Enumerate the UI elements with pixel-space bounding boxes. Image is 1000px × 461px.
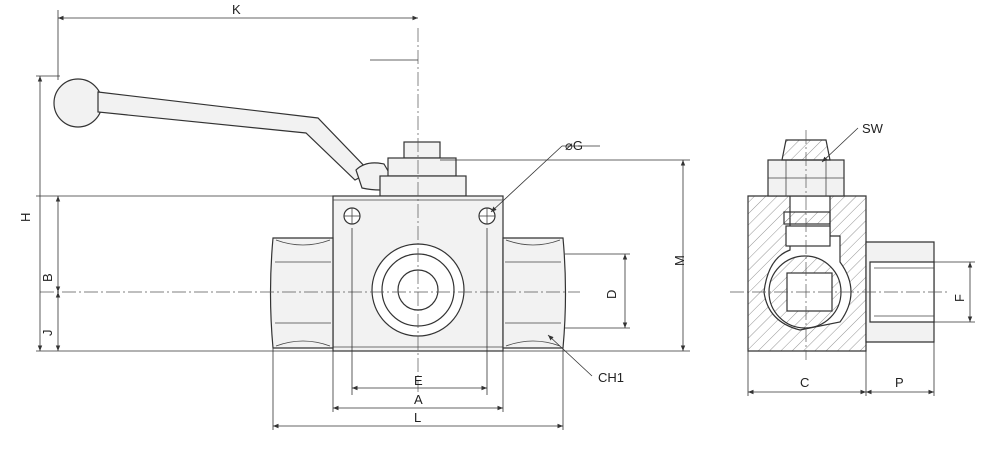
dim-label-e: E xyxy=(414,373,423,388)
center-port xyxy=(371,243,465,337)
mounting-hole xyxy=(343,207,361,225)
side-section-view: C P F SW xyxy=(730,121,975,396)
right-hex-fitting xyxy=(502,237,567,349)
front-view: K H B J M D E A L ⌀G CH1 xyxy=(18,2,690,430)
dim-label-j: J xyxy=(40,330,55,337)
dim-label-p: P xyxy=(895,375,904,390)
dim-label-k: K xyxy=(232,2,241,17)
stem-nut xyxy=(379,141,467,197)
handle-lever xyxy=(53,78,399,191)
dim-label-b: B xyxy=(40,273,55,282)
dim-label-d: D xyxy=(604,290,619,299)
dim-label-m: M xyxy=(672,255,687,266)
dim-label-h: H xyxy=(18,213,33,222)
left-hex-fitting xyxy=(269,237,334,349)
dim-label-l: L xyxy=(414,410,421,425)
dim-label-a: A xyxy=(414,392,423,407)
dim-label-g: ⌀G xyxy=(565,138,583,153)
dim-label-c: C xyxy=(800,375,809,390)
dim-label-sw: SW xyxy=(862,121,884,136)
dim-label-ch1: CH1 xyxy=(598,370,624,385)
dim-label-f: F xyxy=(952,294,967,302)
